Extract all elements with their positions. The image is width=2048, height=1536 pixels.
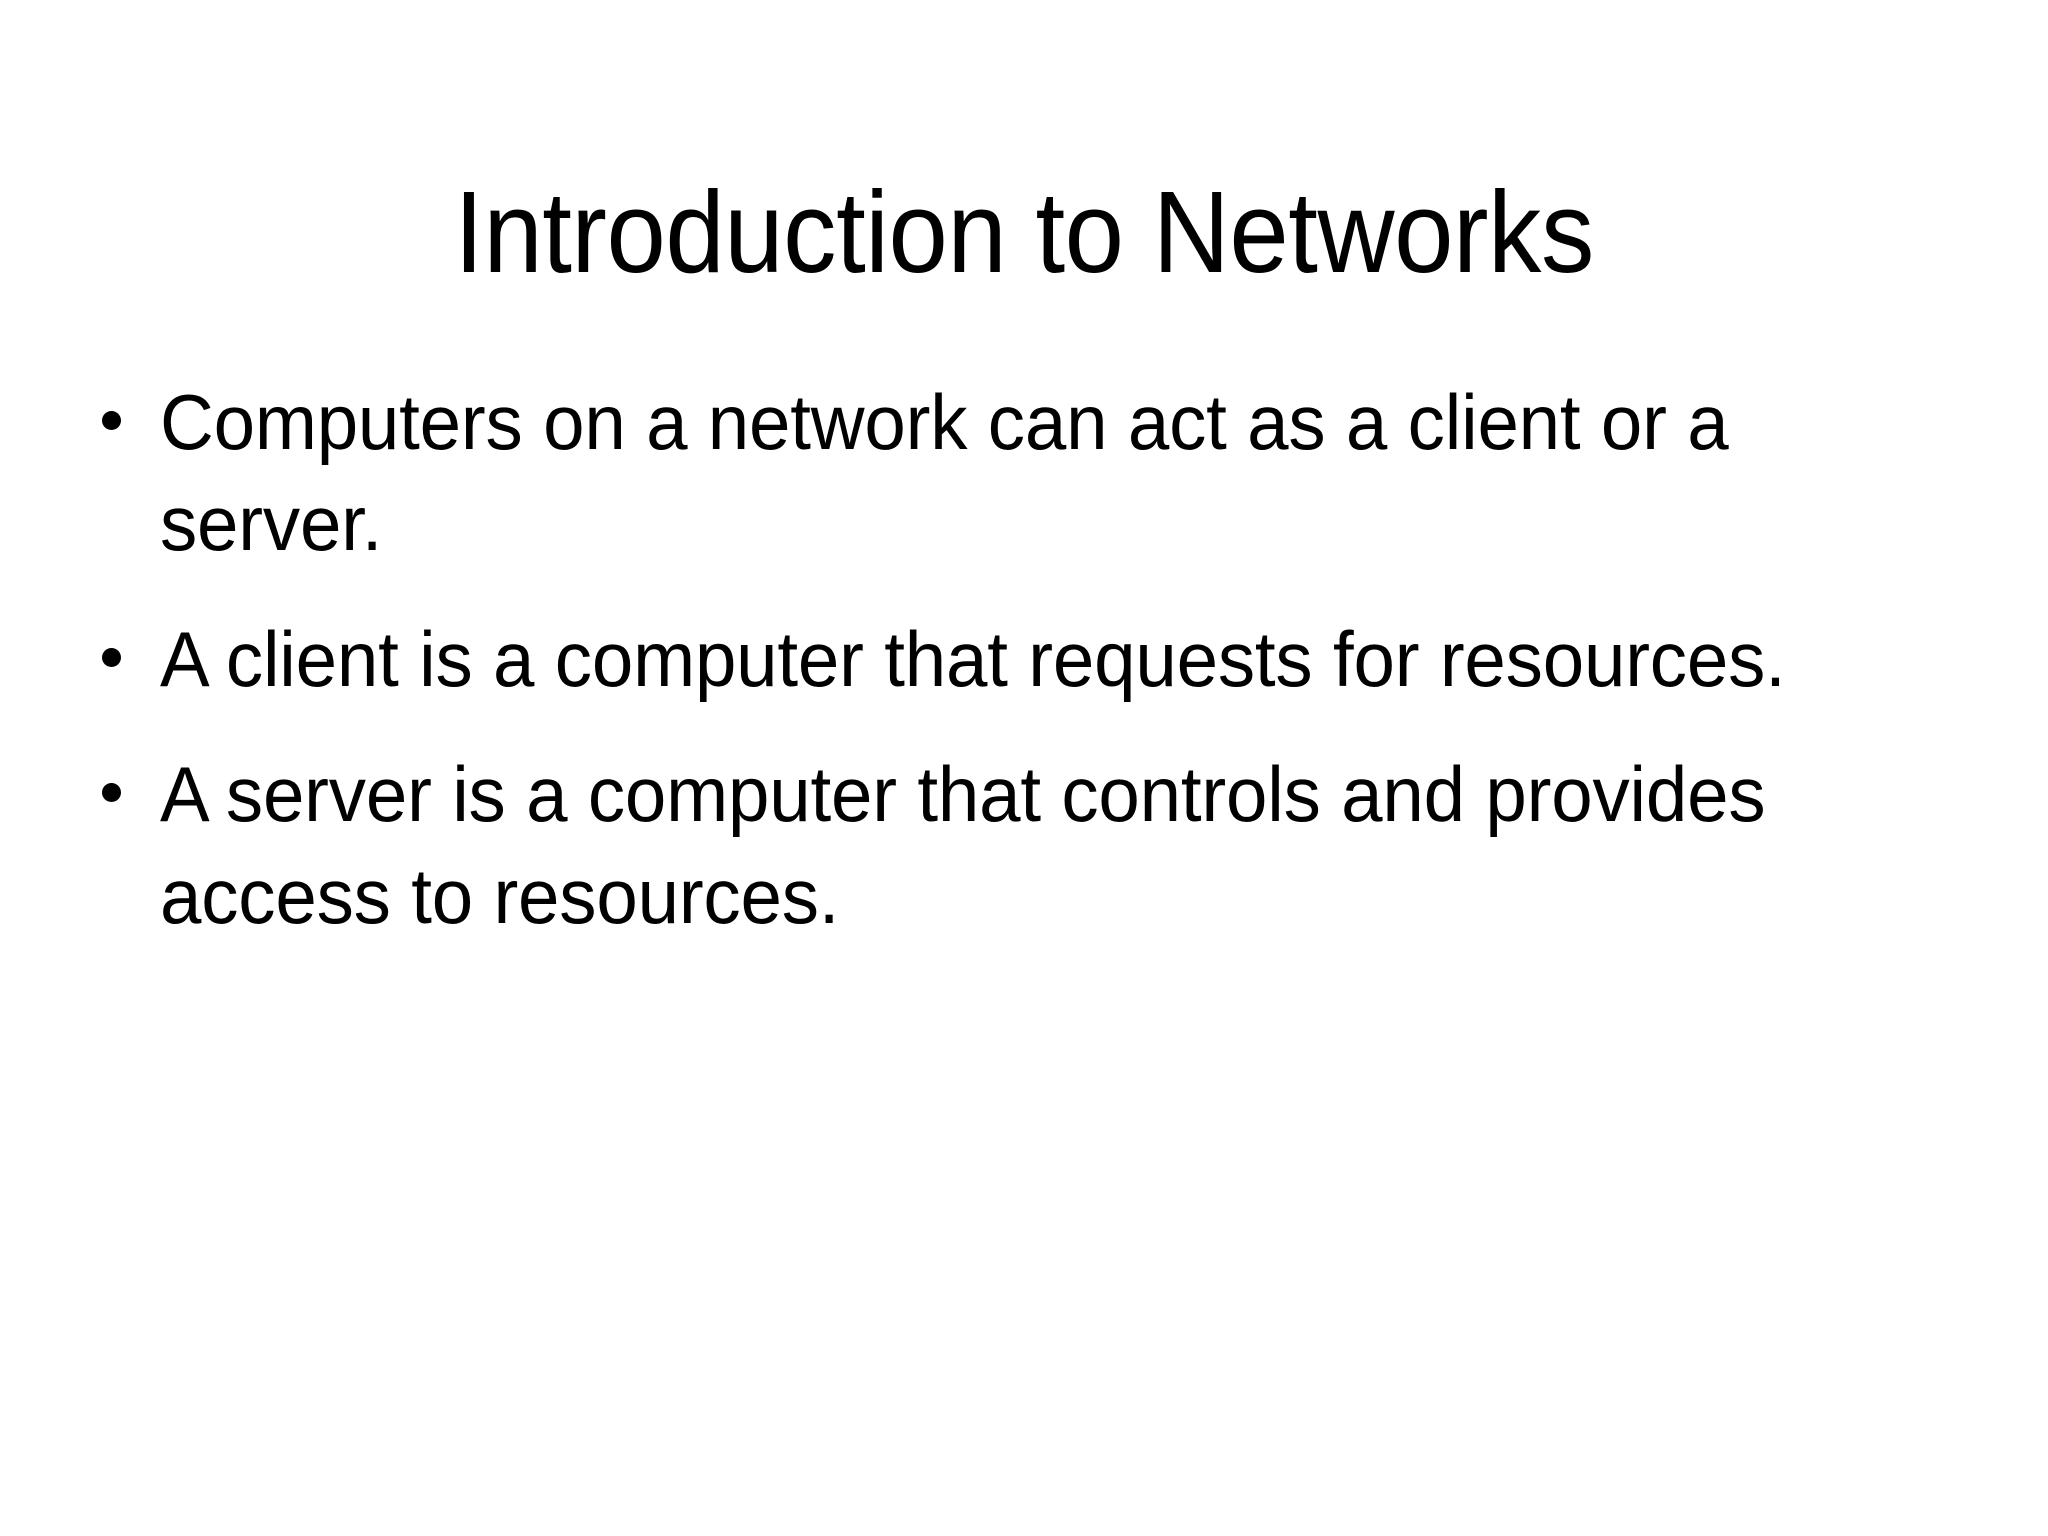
slide-body-bullet-list: Computers on a network can act as a clie… xyxy=(88,372,1968,947)
slide-title: Introduction to Networks xyxy=(454,166,1594,297)
bullet-point-icon xyxy=(102,783,121,803)
bullet-point-icon xyxy=(102,647,121,667)
bullet-list-item: Computers on a network can act as a clie… xyxy=(88,372,1968,575)
bullet-list-item-text: A client is a computer that requests for… xyxy=(160,614,1786,703)
bullet-point-icon xyxy=(102,411,121,430)
bullet-list-item: A client is a computer that requests for… xyxy=(88,609,1968,710)
bullet-list-item-text: Computers on a network can act as a clie… xyxy=(160,378,1729,568)
bullet-list-item-text: A server is a computer that controls and… xyxy=(160,750,1766,940)
bullet-list-item: A server is a computer that controls and… xyxy=(88,744,1968,947)
